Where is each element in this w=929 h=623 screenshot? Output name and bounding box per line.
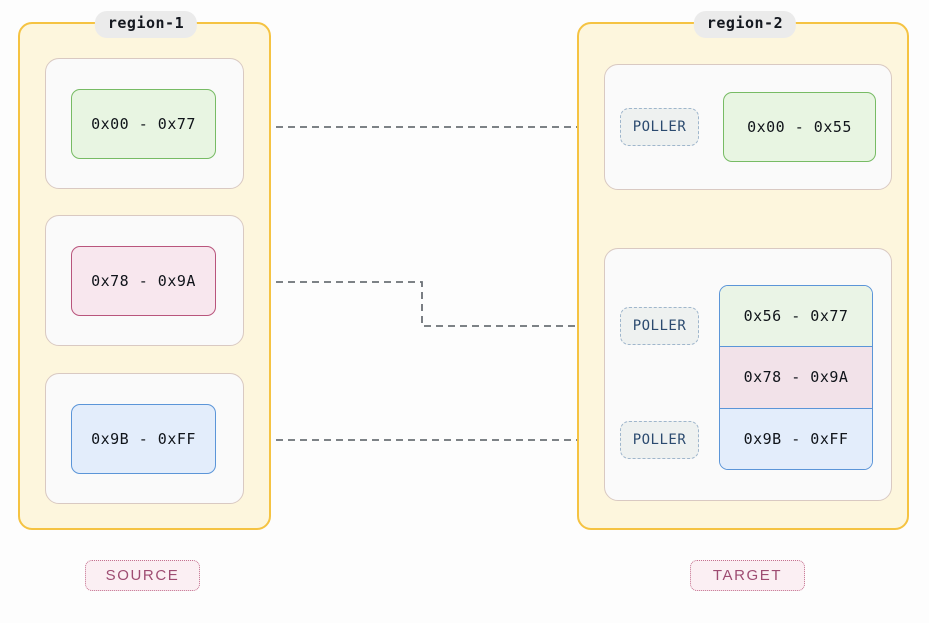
source-range-2[interactable]: 0x9B - 0xFF (71, 404, 216, 474)
target-range-stack[interactable]: 0x56 - 0x77 0x78 - 0x9A 0x9B - 0xFF (719, 285, 873, 470)
source-range-1[interactable]: 0x78 - 0x9A (71, 246, 216, 316)
source-range-0[interactable]: 0x00 - 0x77 (71, 89, 216, 159)
target-stack-seg-2[interactable]: 0x9B - 0xFF (720, 408, 872, 469)
poller-2[interactable]: POLLER (620, 421, 699, 459)
target-stack-seg-0[interactable]: 0x56 - 0x77 (720, 286, 872, 348)
target-stack-seg-1[interactable]: 0x78 - 0x9A (720, 347, 872, 409)
poller-1[interactable]: POLLER (620, 307, 699, 345)
wire-src1-to-poller1 (216, 281, 617, 331)
poller-0[interactable]: POLLER (620, 108, 699, 146)
region-2-label: region-2 (693, 11, 797, 38)
target-range-top[interactable]: 0x00 - 0x55 (723, 92, 876, 162)
legend-source-chip[interactable]: SOURCE (85, 560, 200, 591)
region-1-label: region-1 (94, 11, 198, 38)
legend-target-chip[interactable]: TARGET (690, 560, 805, 591)
